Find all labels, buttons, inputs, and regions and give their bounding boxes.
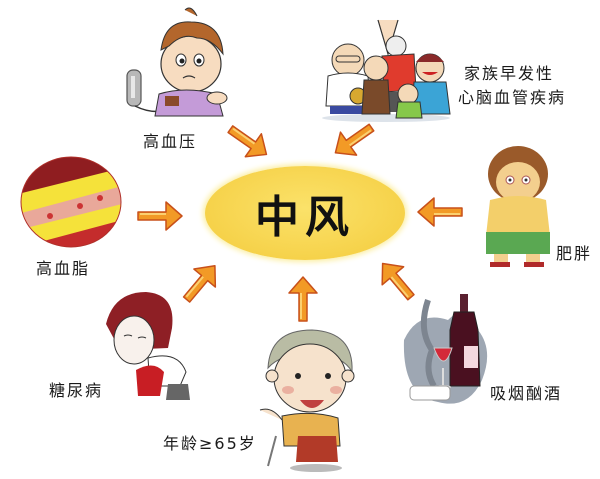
factor-label-family-history-line2: 心脑血管疾病 xyxy=(458,88,567,107)
family-group-icon xyxy=(318,10,453,122)
center-label: 中风 xyxy=(255,192,355,243)
blood-pressure-man-icon xyxy=(125,2,235,120)
arrow-age-icon xyxy=(285,275,319,323)
arrow-diabetes-icon xyxy=(172,253,229,312)
factor-label-age: 年龄≥65岁 xyxy=(163,434,257,453)
arrow-family-history-icon xyxy=(325,113,384,168)
overweight-child-icon xyxy=(480,140,556,268)
arrow-hyperlipidemia-icon xyxy=(136,198,184,232)
arrow-obesity-icon xyxy=(416,196,464,230)
elderly-woman-icon xyxy=(258,326,362,472)
sick-woman-icon xyxy=(98,288,198,402)
cigarette-wine-icon xyxy=(398,290,498,410)
factor-label-family-history-line1: 家族早发性 xyxy=(464,64,555,83)
factor-label-smoking-drinking: 吸烟酗酒 xyxy=(490,384,563,403)
factor-label-diabetes: 糖尿病 xyxy=(49,381,104,400)
clogged-artery-icon xyxy=(20,156,122,248)
factor-label-obesity: 肥胖 xyxy=(556,244,593,263)
factor-label-hyperlipidemia: 高血脂 xyxy=(36,259,91,278)
arrow-smoking-drinking-icon xyxy=(368,252,425,311)
arrow-hypertension-icon xyxy=(220,113,279,168)
center-node-stroke: 中风 xyxy=(205,166,405,260)
factor-label-hypertension: 高血压 xyxy=(143,132,198,151)
